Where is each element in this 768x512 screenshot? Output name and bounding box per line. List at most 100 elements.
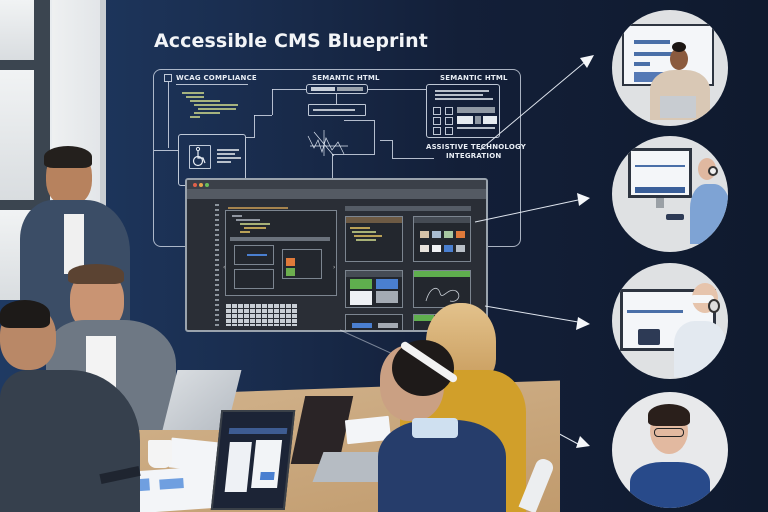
ui-bar [634,40,670,44]
semantic-html-label: SEMANTIC HTML [312,74,380,82]
laptop-ui-card [251,440,283,488]
laptop-ui-button [259,472,275,480]
connector-line [254,115,255,137]
media-library-panel [413,216,471,262]
code-line [186,96,204,98]
user-circle-headphones-monitor [612,136,728,252]
grid-square [445,107,453,115]
person-body [690,184,728,244]
image-tile [286,258,295,266]
connector-line [332,154,375,155]
paper-figure [159,478,184,490]
window-frame [0,60,50,70]
address-bar [345,206,471,211]
text-line [435,94,483,96]
code-line [352,231,376,233]
user-circle-blindfold-device [612,263,728,379]
search-bar [230,237,330,241]
media-tile [432,245,441,252]
image-tile [286,268,295,276]
person-body [674,321,726,377]
wcag-label: WCAG COMPLIANCE [176,74,257,82]
media-tile [420,245,429,252]
preview-tile [376,291,398,303]
code-line [194,112,220,114]
media-tile [456,231,465,238]
seated-man-glasses-body [0,370,140,512]
progress-bar [247,254,267,256]
bar-line [313,109,355,111]
preview-tile [376,279,398,289]
coffee-cup [148,440,172,468]
content-block [483,116,497,124]
cms-editor-screen: ‹ › [185,178,488,332]
ui-bar [635,165,685,167]
text-line [435,90,489,92]
flowchart-sketch-icon [307,130,348,157]
connector-arrow [418,89,426,90]
preview-tile [350,291,372,305]
code-panel [345,216,403,262]
code-line [190,100,220,102]
hair [0,300,50,328]
window-titlebar [187,180,486,189]
text-line [217,157,241,159]
user-circle-portrait [612,392,728,508]
grid-square [433,117,441,125]
window-pane [0,0,34,60]
assistive-technology-label: ASSISTIVE TECHNOLOGY [426,143,527,151]
person-body [630,462,710,508]
code-line [356,239,376,241]
keyboard-device [666,214,684,220]
glasses-icon [654,428,684,437]
panel-header [346,271,402,277]
minimize-dot-icon [199,183,203,187]
semantic-layout-box [426,84,500,138]
card-panel [234,269,274,289]
sidebar-icon-strip [215,204,219,329]
toolbar [187,189,486,199]
media-panel [282,249,322,279]
code-line [232,215,242,217]
hair [672,42,686,52]
hair [648,404,690,426]
content-block [475,116,481,124]
monitor-stand [656,198,664,208]
user-circle-gesture-laptop [612,10,728,126]
code-line [194,104,238,106]
button-tile [378,323,398,328]
t-shirt [64,214,84,274]
connector-line [168,82,169,148]
ui-bar [634,52,684,56]
monitor [628,148,692,198]
underline [176,84,248,85]
chevron-left-icon: ‹ [223,264,226,271]
panel-header [414,315,434,321]
input-fill [311,87,335,91]
hair [44,146,92,168]
editor-panel [225,207,337,296]
maximize-dot-icon [205,183,209,187]
button-tile [352,323,372,328]
input-fill [337,87,363,91]
grid-square [445,117,453,125]
shirt-collar [412,418,458,438]
semantic-input-box [306,84,368,94]
code-line [350,227,370,229]
illustration-panel [413,270,471,308]
grid-square [445,127,453,135]
code-line [236,219,260,221]
ui-bar [634,62,650,66]
code-line [240,231,250,233]
panel-header [346,217,402,223]
content-block [457,107,495,113]
media-tile [444,231,453,238]
code-line [244,227,266,229]
braille-device [638,329,660,345]
text-line [435,98,493,100]
connector-line [344,120,374,121]
media-tile [444,245,453,252]
connector-line [336,94,337,104]
code-line [182,92,204,94]
